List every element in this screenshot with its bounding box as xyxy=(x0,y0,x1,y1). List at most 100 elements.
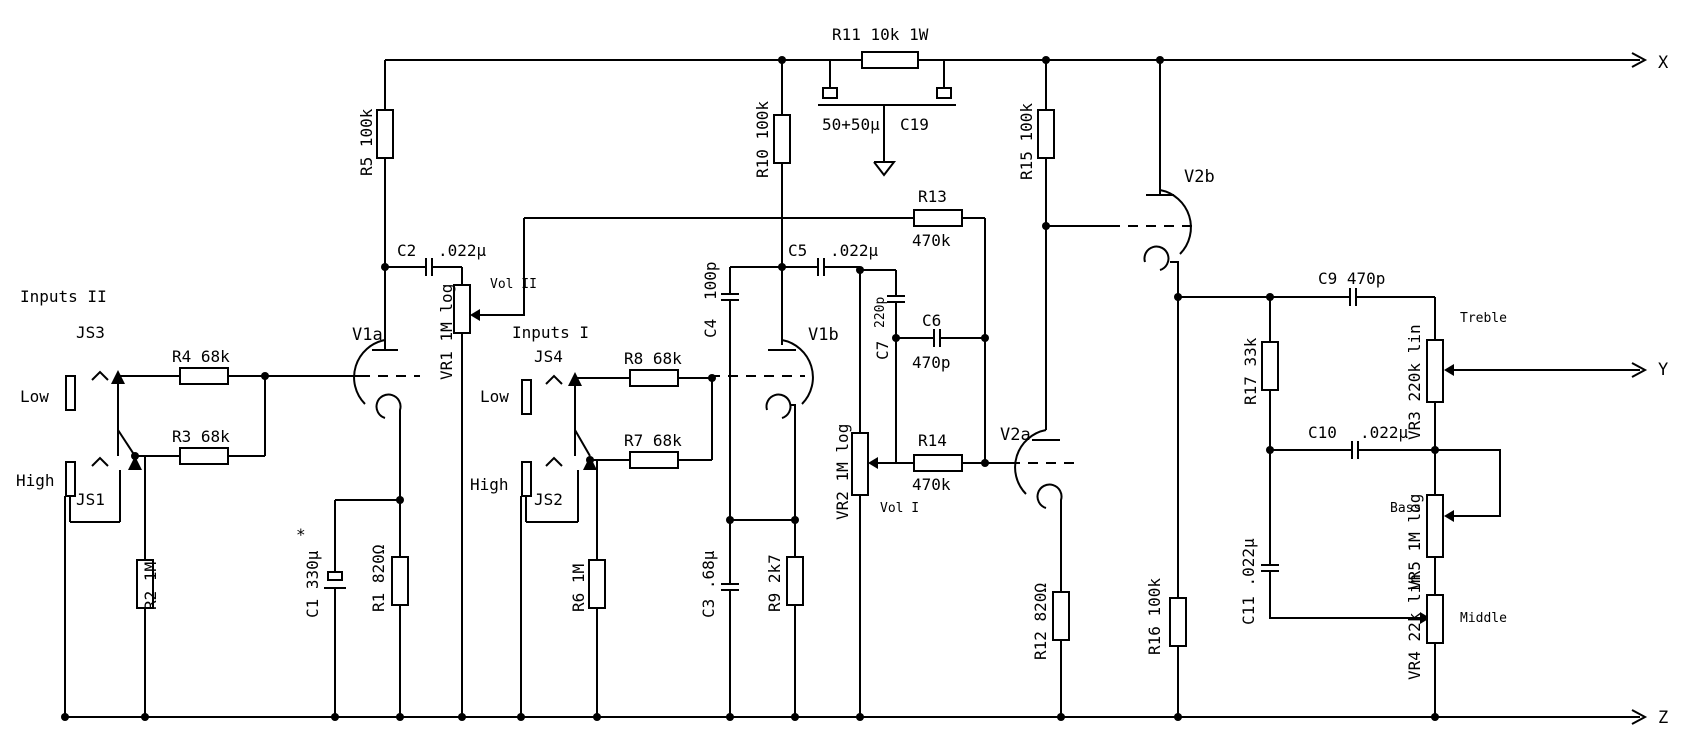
inputs2-label: Inputs II xyxy=(20,287,107,306)
vr5-label: VR5 1M log xyxy=(1405,494,1424,590)
r9-c3-network xyxy=(721,519,804,717)
r5-label: R5 100k xyxy=(357,108,376,176)
bass-label: Bass xyxy=(1390,501,1421,516)
r3-resistor xyxy=(179,375,360,465)
v2a-label: V2a xyxy=(1000,425,1031,445)
c19-value-label: 50+50µ xyxy=(822,115,880,134)
rail-x-label: X xyxy=(1658,53,1669,73)
c2-value-label: .022µ xyxy=(438,241,487,260)
v1a-label: V1a xyxy=(352,325,383,345)
v2b-label: V2b xyxy=(1184,167,1215,187)
c3-label: C3 .68µ xyxy=(699,550,718,618)
r6-resistor xyxy=(588,559,606,717)
r16-resistor xyxy=(1169,597,1187,647)
r1-c1-network xyxy=(324,499,409,717)
r14-label: R14 xyxy=(918,431,947,450)
vr4-potentiometer xyxy=(1426,594,1444,717)
r13-label: R13 xyxy=(918,187,947,206)
vr2-potentiometer xyxy=(851,432,896,717)
v2b-tube xyxy=(1046,60,1200,717)
c6-capacitor xyxy=(896,329,985,347)
r3-label: R3 68k xyxy=(172,427,230,446)
vr3-potentiometer xyxy=(1426,339,1648,450)
r2-resistor xyxy=(136,559,154,717)
c7-label: C7 xyxy=(873,341,892,360)
vr1-potentiometer xyxy=(453,217,782,717)
c11-label: C11 .022µ xyxy=(1239,538,1258,625)
c6-label: C6 xyxy=(922,311,941,330)
r6-label: R6 1M xyxy=(569,564,588,612)
r9-label: R9 2k7 xyxy=(765,554,784,612)
c2-label: C2 xyxy=(397,241,416,260)
vr5-potentiometer xyxy=(1426,449,1501,595)
vr1-label: VR1 1M log xyxy=(437,284,456,380)
r12-label: R12 820Ω xyxy=(1031,583,1050,660)
c4-value-label: 100p xyxy=(701,261,720,300)
js3-label: JS3 xyxy=(76,323,105,342)
vr2-label: VR2 1M log xyxy=(833,424,852,520)
r4-resistor xyxy=(179,367,265,385)
r14-value-label: 470k xyxy=(912,475,951,494)
v1a-tube xyxy=(353,330,420,500)
r1-label: R1 820Ω xyxy=(369,544,388,612)
c9-capacitor xyxy=(1349,288,1436,340)
r8-label: R8 68k xyxy=(624,349,682,368)
vol1-label: Vol I xyxy=(880,501,919,516)
high1-label: High xyxy=(470,475,509,494)
r7-resistor xyxy=(629,378,713,469)
c1-label: C1 330µ xyxy=(303,550,322,618)
c19-label: C19 xyxy=(900,115,929,134)
c2-capacitor xyxy=(385,258,462,276)
r10-label: R10 100k xyxy=(753,101,772,178)
junction-dots xyxy=(61,56,1439,721)
r14-resistor xyxy=(896,454,1010,472)
js2-jack-socket xyxy=(520,429,630,717)
inputs1-label: Inputs I xyxy=(512,323,589,342)
v1b-tube xyxy=(710,339,814,520)
c10-label: C10 xyxy=(1308,423,1337,442)
js3-jack-socket xyxy=(65,370,180,456)
r2-label: R2 1M xyxy=(141,562,160,610)
high2-label: High xyxy=(16,471,55,490)
js4-label: JS4 xyxy=(534,347,563,366)
c11-capacitor xyxy=(1261,564,1430,624)
v2a-tube xyxy=(1010,429,1075,592)
rail-z-label: Z xyxy=(1658,708,1668,728)
r12-resistor xyxy=(1052,591,1070,717)
low1-label: Low xyxy=(480,387,509,406)
c10-value-label: .022µ xyxy=(1360,423,1409,442)
r8-resistor xyxy=(629,369,712,387)
r4-label: R4 68k xyxy=(172,347,230,366)
c4-label: C4 xyxy=(701,319,720,338)
js4-jack-socket xyxy=(521,372,630,456)
r13-value-label: 470k xyxy=(912,231,951,250)
ground-rail xyxy=(65,709,1648,725)
vr3-label: VR3 220k lin xyxy=(1405,324,1424,440)
c10-capacitor xyxy=(1351,441,1435,459)
c6-value-label: 470p xyxy=(912,353,951,372)
vol2-label: Vol II xyxy=(490,277,537,292)
r17-label: R17 33k xyxy=(1241,337,1260,405)
r15-resistor xyxy=(1037,60,1055,430)
top-rail xyxy=(385,52,1648,68)
r11-label: R11 10k 1W xyxy=(832,25,929,44)
c9-label: C9 470p xyxy=(1318,269,1385,288)
c7-capacitor xyxy=(860,269,905,463)
vr4-label: VR4 22k lin xyxy=(1405,574,1424,680)
c1-mark: * xyxy=(296,525,306,544)
rail-y-label: Y xyxy=(1658,360,1668,380)
treble-label: Treble xyxy=(1460,311,1507,326)
c5-capacitor xyxy=(782,258,861,433)
middle-label: Middle xyxy=(1460,611,1507,626)
v1b-label: V1b xyxy=(808,325,839,345)
js1-label: JS1 xyxy=(76,490,105,509)
c5-value-label: .022µ xyxy=(830,241,879,260)
low2-label: Low xyxy=(20,387,49,406)
js2-label: JS2 xyxy=(534,490,563,509)
c4-capacitor xyxy=(721,266,782,580)
c7-value-label: 220p xyxy=(873,297,888,328)
c5-label: C5 xyxy=(788,241,807,260)
r15-label: R15 100k xyxy=(1017,103,1036,180)
r10-resistor xyxy=(773,60,791,345)
